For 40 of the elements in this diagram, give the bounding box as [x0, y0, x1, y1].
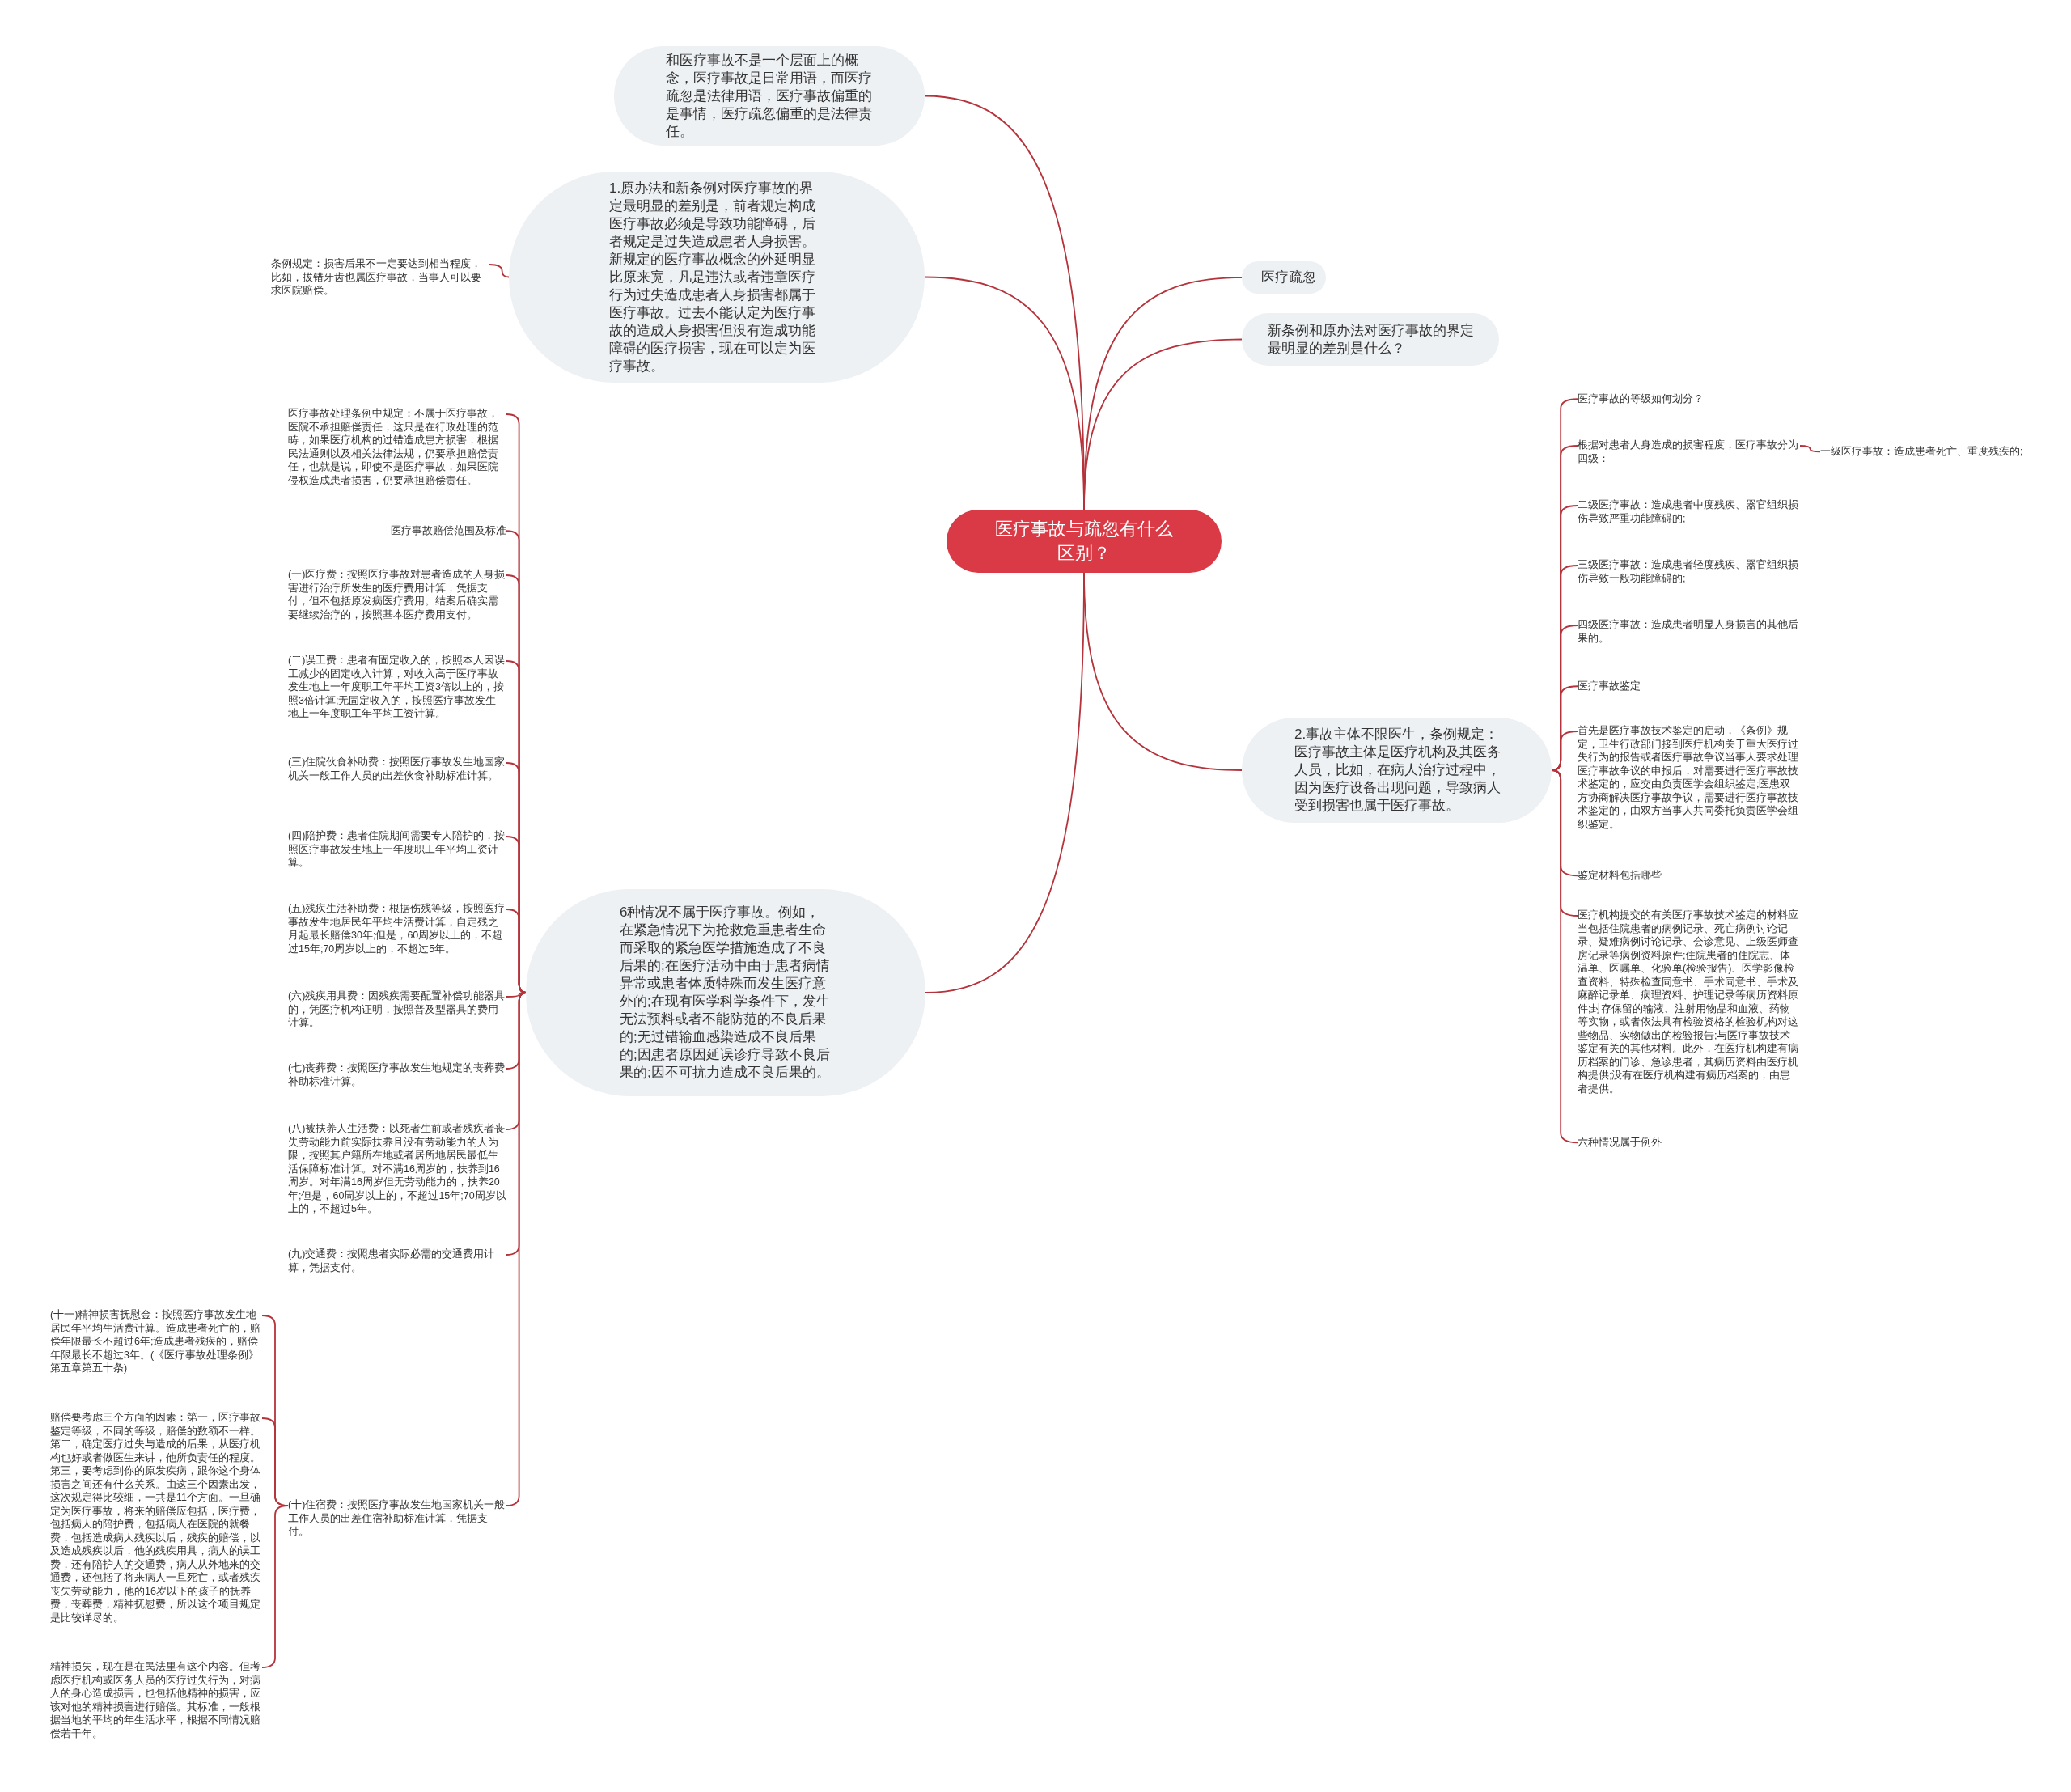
note-text: 一级医疗事故：造成患者死亡、重度残疾的; [1820, 445, 2063, 459]
note-text: (二)误工费：患者有固定收入的，按照本人因误工减少的固定收入计算，对收入高于医疗事故发生地上一年度职工年平均工资3倍以上的，按照3倍计算;无固定收入的，按照医疗事故发生地上一年度职工年平均工资计算。 [288, 654, 506, 721]
note-text: 条例规定：损害后果不一定要达到相当程度，比如，拔错牙齿也属医疗事故，当事人可以要求医院赔偿。 [271, 257, 489, 298]
connector [261, 1505, 289, 1668]
note-text: (七)丧葬费：按照医疗事故发生地规定的丧葬费补助标准计算。 [288, 1061, 506, 1088]
note-text: (十一)精神损害抚慰金：按照医疗事故发生地居民年平均生活费计算。造成患者死亡的，赔偿年限最长不超过6年;造成患者残疾的，赔偿年限最长不超过3年。(《医疗事故处理条例》第五章第五十条) [50, 1308, 262, 1375]
connector [506, 992, 527, 1506]
note-text: (九)交通费：按照患者实际必需的交通费用计算，凭据支付。 [288, 1248, 506, 1274]
connector [1799, 445, 1821, 453]
note-text: 六种情况属于例外 [1578, 1136, 1800, 1150]
note-text: 精神损失，现在是在民法里有这个内容。但考虑医疗机构或医务人员的医疗过失行为，对病人的身心造成损害，也包括他精神的损害，应该对他的精神损害进行赔偿。其标准，一般根据当地的平均的年生活水平，根据不同情况赔偿若干年。 [50, 1660, 262, 1740]
note-text: 二级医疗事故：造成患者中度残疾、器官组织损伤导致严重功能障碍的; [1578, 498, 1800, 525]
connector [925, 572, 1085, 993]
note-text: 四级医疗事故：造成患者明显人身损害的其他后果的。 [1578, 618, 1800, 645]
note-text: 医疗事故赔偿范围及标准 [288, 524, 506, 538]
note-text: (一)医疗费：按照医疗事故对患者造成的人身损害进行治疗所发生的医疗费用计算，凭据支付，但不包括原发病医疗费用。结案后确实需要继续治疗的，按照基本医疗费用支付。 [288, 568, 506, 621]
note-text: (四)陪护费：患者住院期间需要专人陪护的，按照医疗事故发生地上一年度职工年平均工资计算。 [288, 829, 506, 870]
note-text: (三)住院伙食补助费：按照医疗事故发生地国家机关一般工作人员的出差伙食补助标准计算。 [288, 756, 506, 782]
note-text: 三级医疗事故：造成患者轻度残疾、器官组织损伤导致一般功能障碍的; [1578, 558, 1800, 585]
note-text: 医疗事故处理条例中规定：不属于医疗事故，医院不承担赔偿责任，这只是在行政处理的范畴，如果医疗机构的过错造成患方损害，根据民法通则以及相关法律法规，仍要承担赔偿责任，也就是说，即使不是医疗事故，如果医院侵权造成患者损害，仍要承担赔偿责任。 [288, 407, 506, 487]
topic-bubble: 2.事故主体不限医生，条例规定：医疗事故主体是医疗机构及其医务人员，比如，在病人治疗过程中，因为医疗设备出现问题，导致病人受到损害也属于医疗事故。 [1242, 718, 1552, 823]
note-text: 鉴定材料包括哪些 [1578, 869, 1800, 883]
note-text: (六)残疾用具费：因残疾需要配置补偿功能器具的，凭医疗机构证明，按照普及型器具的费用计算。 [288, 989, 506, 1030]
note-text: 医疗事故鉴定 [1578, 680, 1800, 693]
note-text: (五)残疾生活补助费：根据伤残等级，按照医疗事故发生地居民年平均生活费计算，自定残之月起最长赔偿30年;但是，60周岁以上的，不超过15年;70周岁以上的，不超过5年。 [288, 902, 506, 955]
topic-bubble: 和医疗事故不是一个层面上的概念，医疗事故是日常用语，而医疗疏忽是法律用语，医疗事故偏重的是事情，医疗疏忽偏重的是法律责任。 [614, 46, 925, 146]
note-text: 根据对患者人身造成的损害程度，医疗事故分为四级： [1578, 438, 1800, 465]
note-text: 医疗机构提交的有关医疗事故技术鉴定的材料应当包括住院患者的病例记录、死亡病例讨论记录、疑难病例讨论记录、会诊意见、上级医师查房记录等病例资料原件;住院患者的住院志、体温单、医嘱单、化验单(检验报告)、医学影像检查资料、特殊检查同意书、手术同意书、手术及麻醉记录单、病理资料、护理记录等病历资料原件;封存保留的输液、注射用物品和血液、药物等实物，或者依法具有检验资格的检验机构对这些物品、实物做出的检验报告;与医疗事故技术鉴定有关的其他材料。此外，在医疗机构建有病历档案的门诊、急诊患者，其病历资料由医疗机构提供;没有在医疗机构建有病历档案的，由患者提供。 [1578, 909, 1800, 1095]
central-topic: 医疗事故与疏忽有什么区别？ [947, 510, 1222, 573]
connector [489, 264, 510, 278]
topic-bubble: 医疗疏忽 [1242, 261, 1326, 294]
note-text: (十)住宿费：按照医疗事故发生地国家机关一般工作人员的出差住宿补助标准计算，凭据支付。 [288, 1498, 506, 1539]
note-text: (八)被扶养人生活费：以死者生前或者残疾者丧失劳动能力前实际扶养且没有劳动能力的人为限，按照其户籍所在地或者居所地居民最低生活保障标准计算。对不满16周岁的，扶养到16周岁。对年满16周岁但无劳动能力的，扶养20年;但是，60周岁以上的，不超过15年;70周岁以上的，不超过5年。 [288, 1122, 506, 1216]
note-text: 医疗事故的等级如何划分？ [1578, 392, 1800, 406]
topic-bubble: 新条例和原办法对医疗事故的界定最明显的差别是什么？ [1242, 313, 1499, 366]
topic-bubble: 6种情况不属于医疗事故。例如，在紧急情况下为抢救危重患者生命而采取的紧急医学措施造成了不良后果的;在医疗活动中由于患者病情异常或患者体质特殊而发生医疗意外的;在现有医学科学条件下，发生无法预料或者不能防范的不良后果的;无过错输血感染造成不良后果的;因患者原因延误诊疗导致不良后果的;因不可抗力造成不良后果的。 [526, 889, 925, 1096]
note-text: 赔偿要考虑三个方面的因素：第一，医疗事故鉴定等级，不同的等级，赔偿的数额不一样。第二，确定医疗过失与造成的后果，从医疗机构也好或者做医生来讲，他所负责任的程度。第三，要考虑到你的原发疾病，跟你这个身体损害之间还有什么关系。由这三个因素出发，这次规定得比较细，一共是11个方面。一旦确定为医疗事故，将来的赔偿应包括，医疗费，包括病人的陪护费，包括病人在医院的就餐费，包括造成病人残疾以后，残疾的赔偿，以及造成残疾以后，他的残疾用具，病人的误工费，还有陪护人的交通费，病人从外地来的交通费，还包括了将来病人一旦死亡，或者残疾丧失劳动能力，他的16岁以下的孩子的抚养费，丧葬费，精神抚慰费，所以这个项目规定是比较详尽的。 [50, 1411, 262, 1625]
connector [1083, 338, 1243, 510]
note-text: 首先是医疗事故技术鉴定的启动，《条例》规定，卫生行政部门接到医疗机构关于重大医疗过失行为的报告或者医疗事故争议当事人要求处理医疗事故争议的申报后，对需要进行医疗事故技术鉴定的，应交由负责医学会组织鉴定;医患双方协商解决医疗事故争议，需要进行医疗事故技术鉴定的，由双方当事人共同委托负责医学会组织鉴定。 [1578, 724, 1800, 831]
topic-bubble: 1.原办法和新条例对医疗事故的界定最明显的差别是，前者规定构成医疗事故必须是导致功能障碍，后者规定是过失造成患者人身损害。新规定的医疗事故概念的外延明显比原来宽，凡是违法或者违章医疗行为过失造成患者人身损害都属于医疗事故。过去不能认定为医疗事故的造成人身损害但没有造成功能障碍的医疗损害，现在可以定为医疗事故。 [509, 172, 925, 383]
